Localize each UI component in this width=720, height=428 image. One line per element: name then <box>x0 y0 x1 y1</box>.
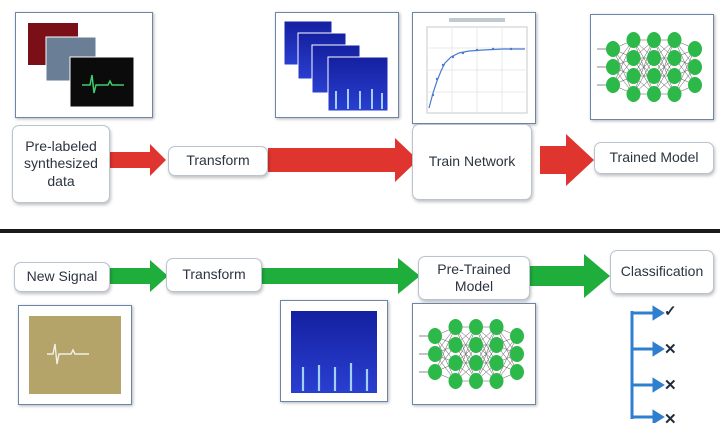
pre-labeled-data-box: Pre-labeled synthesized data <box>12 125 110 203</box>
net-node <box>606 41 620 57</box>
bottom-arrow-2 <box>262 258 420 294</box>
net-node <box>510 346 524 362</box>
bottom-arrow-3 <box>530 254 610 298</box>
net-connection <box>633 39 655 95</box>
top-flow-arrows <box>108 134 594 186</box>
net-node <box>688 59 702 75</box>
net-connection <box>496 335 518 382</box>
top-arrow-3 <box>540 134 594 186</box>
net-node <box>448 337 463 353</box>
trained-model-box: Trained Model <box>594 142 714 174</box>
train-network-label: Train Network <box>428 153 516 170</box>
net-node <box>510 328 524 344</box>
new-signal-box: New Signal <box>14 262 110 292</box>
classification-box: Classification <box>610 250 714 294</box>
net-node <box>626 86 641 102</box>
pre-trained-line-2: Model <box>454 278 494 294</box>
net-node <box>688 41 702 57</box>
pre-labeled-line-1: Pre-labeled <box>25 137 97 154</box>
net-node <box>489 355 504 371</box>
net-node <box>647 86 661 102</box>
transform-box-top: Transform <box>168 146 268 176</box>
net-node <box>469 373 483 389</box>
pre-trained-network-thumbnail <box>412 303 536 405</box>
net-node <box>667 50 682 66</box>
net-node <box>489 337 504 353</box>
synthesized-data-thumbnail <box>15 12 153 118</box>
net-connection <box>455 326 477 382</box>
net-connection <box>434 326 456 373</box>
net-node <box>647 32 661 48</box>
trained-model-label: Trained Model <box>609 149 699 166</box>
net-node <box>469 337 483 353</box>
new-signal-label: New Signal <box>26 268 98 285</box>
net-node <box>469 319 483 335</box>
net-node <box>428 346 442 362</box>
net-node <box>448 373 463 389</box>
net-node <box>647 50 661 66</box>
train-network-box: Train Network <box>412 124 532 200</box>
net-node <box>606 77 620 93</box>
check-icon: ✓ <box>664 303 677 320</box>
net-node <box>489 373 504 389</box>
spectrogram-stack-thumbnail <box>275 12 399 118</box>
net-node <box>667 86 682 102</box>
new-signal-thumbnail <box>18 305 132 405</box>
x-icon: ✕ <box>664 411 677 428</box>
bottom-arrow-1 <box>110 260 168 292</box>
net-connection <box>612 39 634 86</box>
net-node <box>667 68 682 84</box>
x-icon: ✕ <box>664 341 677 358</box>
net-node <box>448 355 463 371</box>
net-connection <box>674 48 696 95</box>
trained-network-thumbnail <box>590 14 714 120</box>
net-node <box>428 328 442 344</box>
spectrogram-thumbnail <box>280 300 388 402</box>
pre-trained-line-1: Pre-Trained <box>437 260 511 277</box>
net-node <box>626 68 641 84</box>
net-connection <box>475 326 497 382</box>
training-progress-thumbnail <box>412 12 536 124</box>
net-node <box>428 364 442 380</box>
net-node <box>510 364 524 380</box>
top-arrow-2 <box>268 138 418 182</box>
net-node <box>626 50 641 66</box>
net-node <box>688 77 702 93</box>
transform-label: Transform <box>182 266 246 283</box>
pre-trained-model-box: Pre-Trained Model <box>418 256 530 300</box>
transform-label: Transform <box>186 152 250 169</box>
net-node <box>626 32 641 48</box>
net-node <box>647 68 661 84</box>
x-icon: ✕ <box>664 377 677 394</box>
section-divider <box>0 229 720 233</box>
pre-labeled-line-3: data <box>47 172 75 189</box>
net-node <box>469 355 483 371</box>
classification-tree <box>630 305 665 423</box>
transform-box-bottom: Transform <box>166 258 262 292</box>
net-node <box>606 59 620 75</box>
net-node <box>489 319 504 335</box>
net-connection <box>653 39 675 95</box>
net-node <box>667 32 682 48</box>
classification-label: Classification <box>620 263 704 280</box>
top-arrow-1 <box>108 144 166 176</box>
pre-labeled-line-2: synthesized <box>24 155 98 172</box>
net-node <box>448 319 463 335</box>
